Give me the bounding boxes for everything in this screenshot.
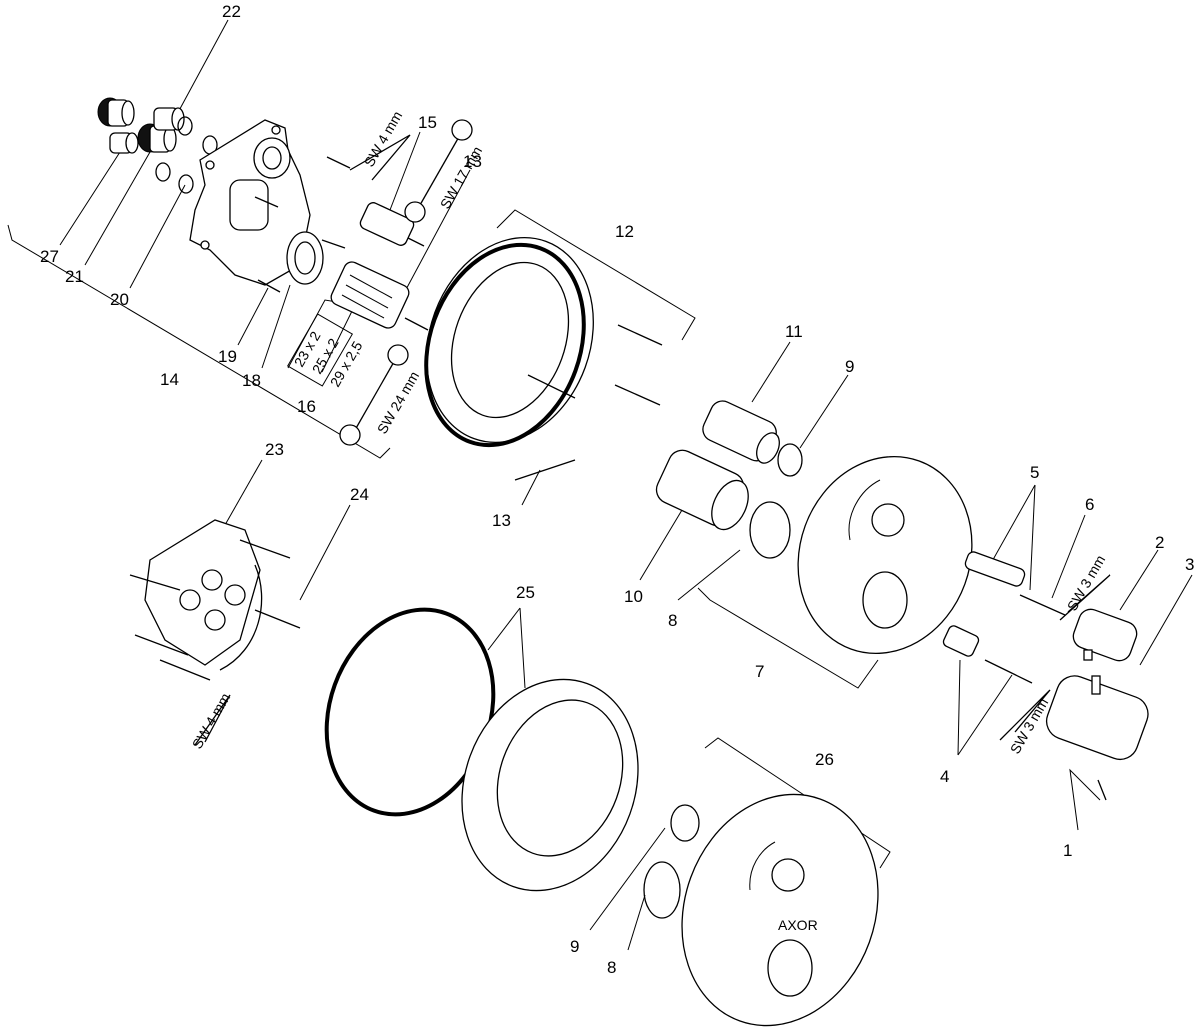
callout-6: 6 (1085, 495, 1094, 514)
callout-7: 7 (755, 662, 764, 681)
check-valve-part (97, 97, 185, 154)
brand-logo: AXOR (778, 917, 818, 933)
handle-part (1045, 608, 1149, 801)
flow-limiter-part: SW 4 mm (129, 519, 301, 752)
callout-20: 20 (110, 290, 129, 309)
allen-key-icon: SW 4 mm (349, 108, 411, 181)
callout-14: 14 (160, 370, 179, 389)
spacer-ring-part (461, 678, 639, 892)
callout-9-lower: 9 (570, 937, 579, 956)
callout-16: 16 (297, 397, 316, 416)
callout-15: 13 (463, 152, 482, 171)
screw-part (254, 156, 351, 293)
callout-4: 4 (940, 767, 949, 786)
callout-12: 12 (615, 222, 634, 241)
callout-23: 23 (265, 440, 284, 459)
callout-labels: 22 15 13 27 21 20 19 18 14 16 12 11 9 13… (40, 2, 1194, 977)
o-ring-size-list: 23 x 2 25 x 2 29 x 2,5 (286, 313, 366, 390)
callout-26: 26 (815, 750, 834, 769)
callout-8-lower: 8 (607, 958, 616, 977)
callout-17: 15 (418, 113, 437, 132)
thermostatic-cartridge (330, 261, 429, 331)
valve-body (189, 119, 324, 286)
callout-8-upper: 8 (668, 611, 677, 630)
cover-plate-part (797, 455, 973, 655)
valve-body-assembly: SW 4 mm SW 17 mm SW 24 mm 23 x 2 25 x 2 … (97, 97, 485, 446)
trim-set-part: AXOR (681, 793, 879, 1027)
callout-24: 24 (350, 485, 369, 504)
extension-part (655, 449, 791, 559)
callout-3: 3 (1185, 555, 1194, 574)
leader-lines (7, 19, 1193, 951)
mounting-plate-part (424, 236, 663, 481)
tool-label: SW 4 mm (361, 108, 406, 169)
callout-9-upper: 9 (845, 357, 854, 376)
shut-off-cartridge (359, 202, 425, 247)
brand-logo-text: AXOR (778, 917, 818, 933)
callout-27: 27 (40, 247, 59, 266)
callout-2: 2 (1155, 533, 1164, 552)
callout-11: 11 (785, 322, 803, 341)
tool-label: SW 4 mm (189, 690, 234, 751)
o-ring-part (155, 116, 218, 194)
callout-21: 21 (65, 267, 84, 286)
callout-1: 1 (1063, 841, 1072, 860)
callout-25: 25 (516, 583, 535, 602)
callout-19: 19 (218, 347, 237, 366)
callout-22: 22 (222, 2, 241, 21)
callout-18: 18 (242, 371, 261, 390)
callout-10: 10 (624, 587, 643, 606)
tool-label: SW 24 mm (374, 369, 422, 437)
callout-13: 13 (492, 511, 511, 530)
small-o-ring-part (643, 804, 700, 919)
wrench-icon: SW 17 mm (404, 119, 485, 223)
extension-sleeve-part (702, 400, 803, 477)
callout-5: 5 (1030, 463, 1039, 482)
